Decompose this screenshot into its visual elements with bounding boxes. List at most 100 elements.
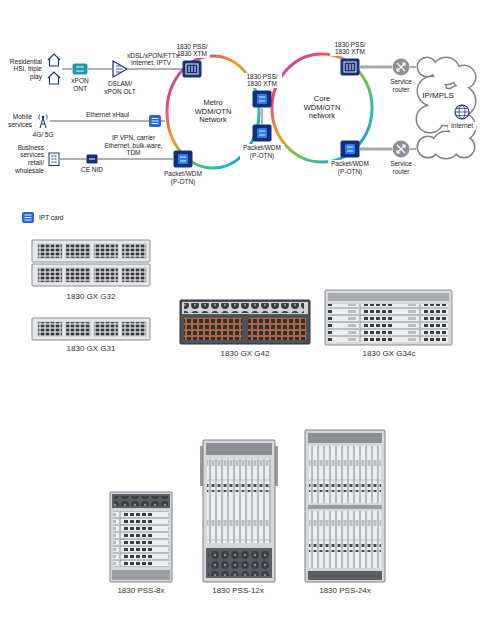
network-element-icon	[259, 131, 265, 135]
product-label: 1830 GX G34c	[349, 349, 429, 358]
gx-g34c-device	[328, 304, 448, 342]
globe-icon	[454, 104, 470, 120]
ont-icon	[72, 63, 88, 75]
network-element: 1830 PSS/ 1830 XTM	[182, 60, 202, 78]
product-label: 1830 PSS-24x	[305, 586, 385, 595]
network-element-icon	[173, 150, 193, 168]
gx-g42-device	[248, 318, 306, 340]
house-icon	[48, 72, 60, 84]
pss-8x-device	[110, 492, 172, 582]
gx-g32-device	[66, 244, 90, 258]
connector-line	[360, 148, 392, 151]
pss-12x-device	[207, 459, 271, 543]
building-icon	[48, 152, 60, 166]
node-caption: 1830 PSS/ 1830 XTM	[242, 73, 282, 88]
connector-line	[262, 108, 263, 124]
router-icon	[397, 145, 405, 153]
network-element-icon	[340, 140, 360, 158]
node-caption: Service router	[385, 78, 417, 93]
node-label: IP/MPLS	[420, 91, 456, 100]
node-caption: Packet/WDM (P-OTN)	[161, 170, 205, 185]
node-caption: 4G/ 5G	[30, 131, 56, 139]
gx-g31-device	[32, 318, 150, 340]
gx-g31-device	[38, 322, 62, 336]
network-element-icon	[257, 94, 267, 104]
pss-12x-device	[206, 443, 272, 455]
network-element-icon	[340, 58, 360, 76]
gx-g32-device	[38, 268, 62, 282]
antenna-icon	[39, 115, 47, 120]
network-element-icon	[174, 151, 193, 168]
ipt-card-icon	[22, 212, 34, 223]
connector-line	[360, 66, 392, 69]
pss-12x-device	[208, 550, 270, 576]
ipt-card-icon	[152, 119, 159, 124]
router-icon	[392, 140, 410, 158]
network-element: 1830 PSS/ 1830 XTM	[252, 90, 272, 108]
gx-g32-device	[122, 244, 146, 258]
gx-g42-device	[184, 303, 304, 313]
network-element-icon	[180, 157, 186, 161]
product-label: 1830 GX G31	[51, 344, 131, 353]
gx-g42-device	[180, 300, 310, 344]
cloud-shape	[454, 137, 474, 157]
cloud-shape	[453, 66, 475, 88]
gx-g32-device	[94, 268, 118, 282]
antenna-icon	[36, 113, 50, 129]
router-icon	[397, 63, 405, 71]
product-label: 1830 GX G42	[205, 349, 285, 358]
network-element: 1830 PSS/ 1830 XTM	[340, 58, 360, 76]
node-caption: Packet/WDM (P-OTN)	[240, 144, 284, 159]
product-label: 1830 GX G32	[51, 292, 131, 301]
node-caption: Service router	[385, 160, 417, 175]
network-element-icon	[189, 66, 195, 72]
ont-device: xPON ONT	[72, 63, 88, 75]
pss-12x-device	[206, 548, 272, 578]
gx-g42-device	[182, 302, 308, 314]
pss-8x-device	[110, 492, 172, 582]
node-caption: Business services retail/ wholesale	[5, 144, 45, 175]
router-icon	[393, 59, 410, 76]
olt-icon	[116, 66, 123, 72]
legend-item: IPT card	[22, 212, 112, 224]
gx-g32-device	[66, 268, 90, 282]
pss-24x-device	[305, 430, 385, 582]
connector-line	[410, 66, 416, 68]
ipt-card-icon	[22, 212, 34, 223]
connector-line	[128, 69, 182, 70]
legend-symbol	[22, 212, 34, 223]
pss-8x-device	[112, 570, 170, 580]
gx-g32-device	[32, 240, 150, 262]
pss-8x-device	[113, 511, 169, 567]
nid-icon	[86, 154, 98, 164]
network-element-icon	[178, 154, 188, 164]
network-element-icon	[347, 64, 353, 70]
product-label: 1830 PSS-8x	[101, 586, 181, 595]
node-caption: Mobile services	[3, 113, 33, 128]
pss-24x-device	[309, 446, 381, 503]
residential-icon: Residential HSI, triple play	[46, 52, 62, 86]
network-element-icon	[341, 141, 360, 158]
ont-icon	[73, 64, 88, 75]
nid-icon	[87, 155, 98, 164]
pss-12x-device	[203, 440, 275, 582]
connector-line	[410, 148, 416, 150]
ip-cloud: Internet IP/MPLS	[416, 57, 476, 159]
cloud-shape	[454, 137, 474, 157]
node-caption: Internet	[448, 122, 476, 130]
internet-globe: Internet	[454, 104, 470, 120]
antenna-icon	[40, 118, 46, 128]
service-router: Service router	[392, 58, 410, 76]
antenna-icon	[42, 116, 45, 119]
pss-24x-device	[305, 430, 385, 582]
cloud-shape	[453, 66, 475, 88]
network-element-icon	[182, 60, 202, 78]
house-icon	[46, 52, 62, 86]
ont-icon	[76, 67, 84, 71]
connector-line	[50, 121, 165, 122]
service-router: Service router	[392, 140, 410, 158]
network-element-icon	[257, 128, 267, 138]
olt-icon	[113, 61, 127, 77]
node-caption: xPON ONT	[67, 77, 93, 92]
